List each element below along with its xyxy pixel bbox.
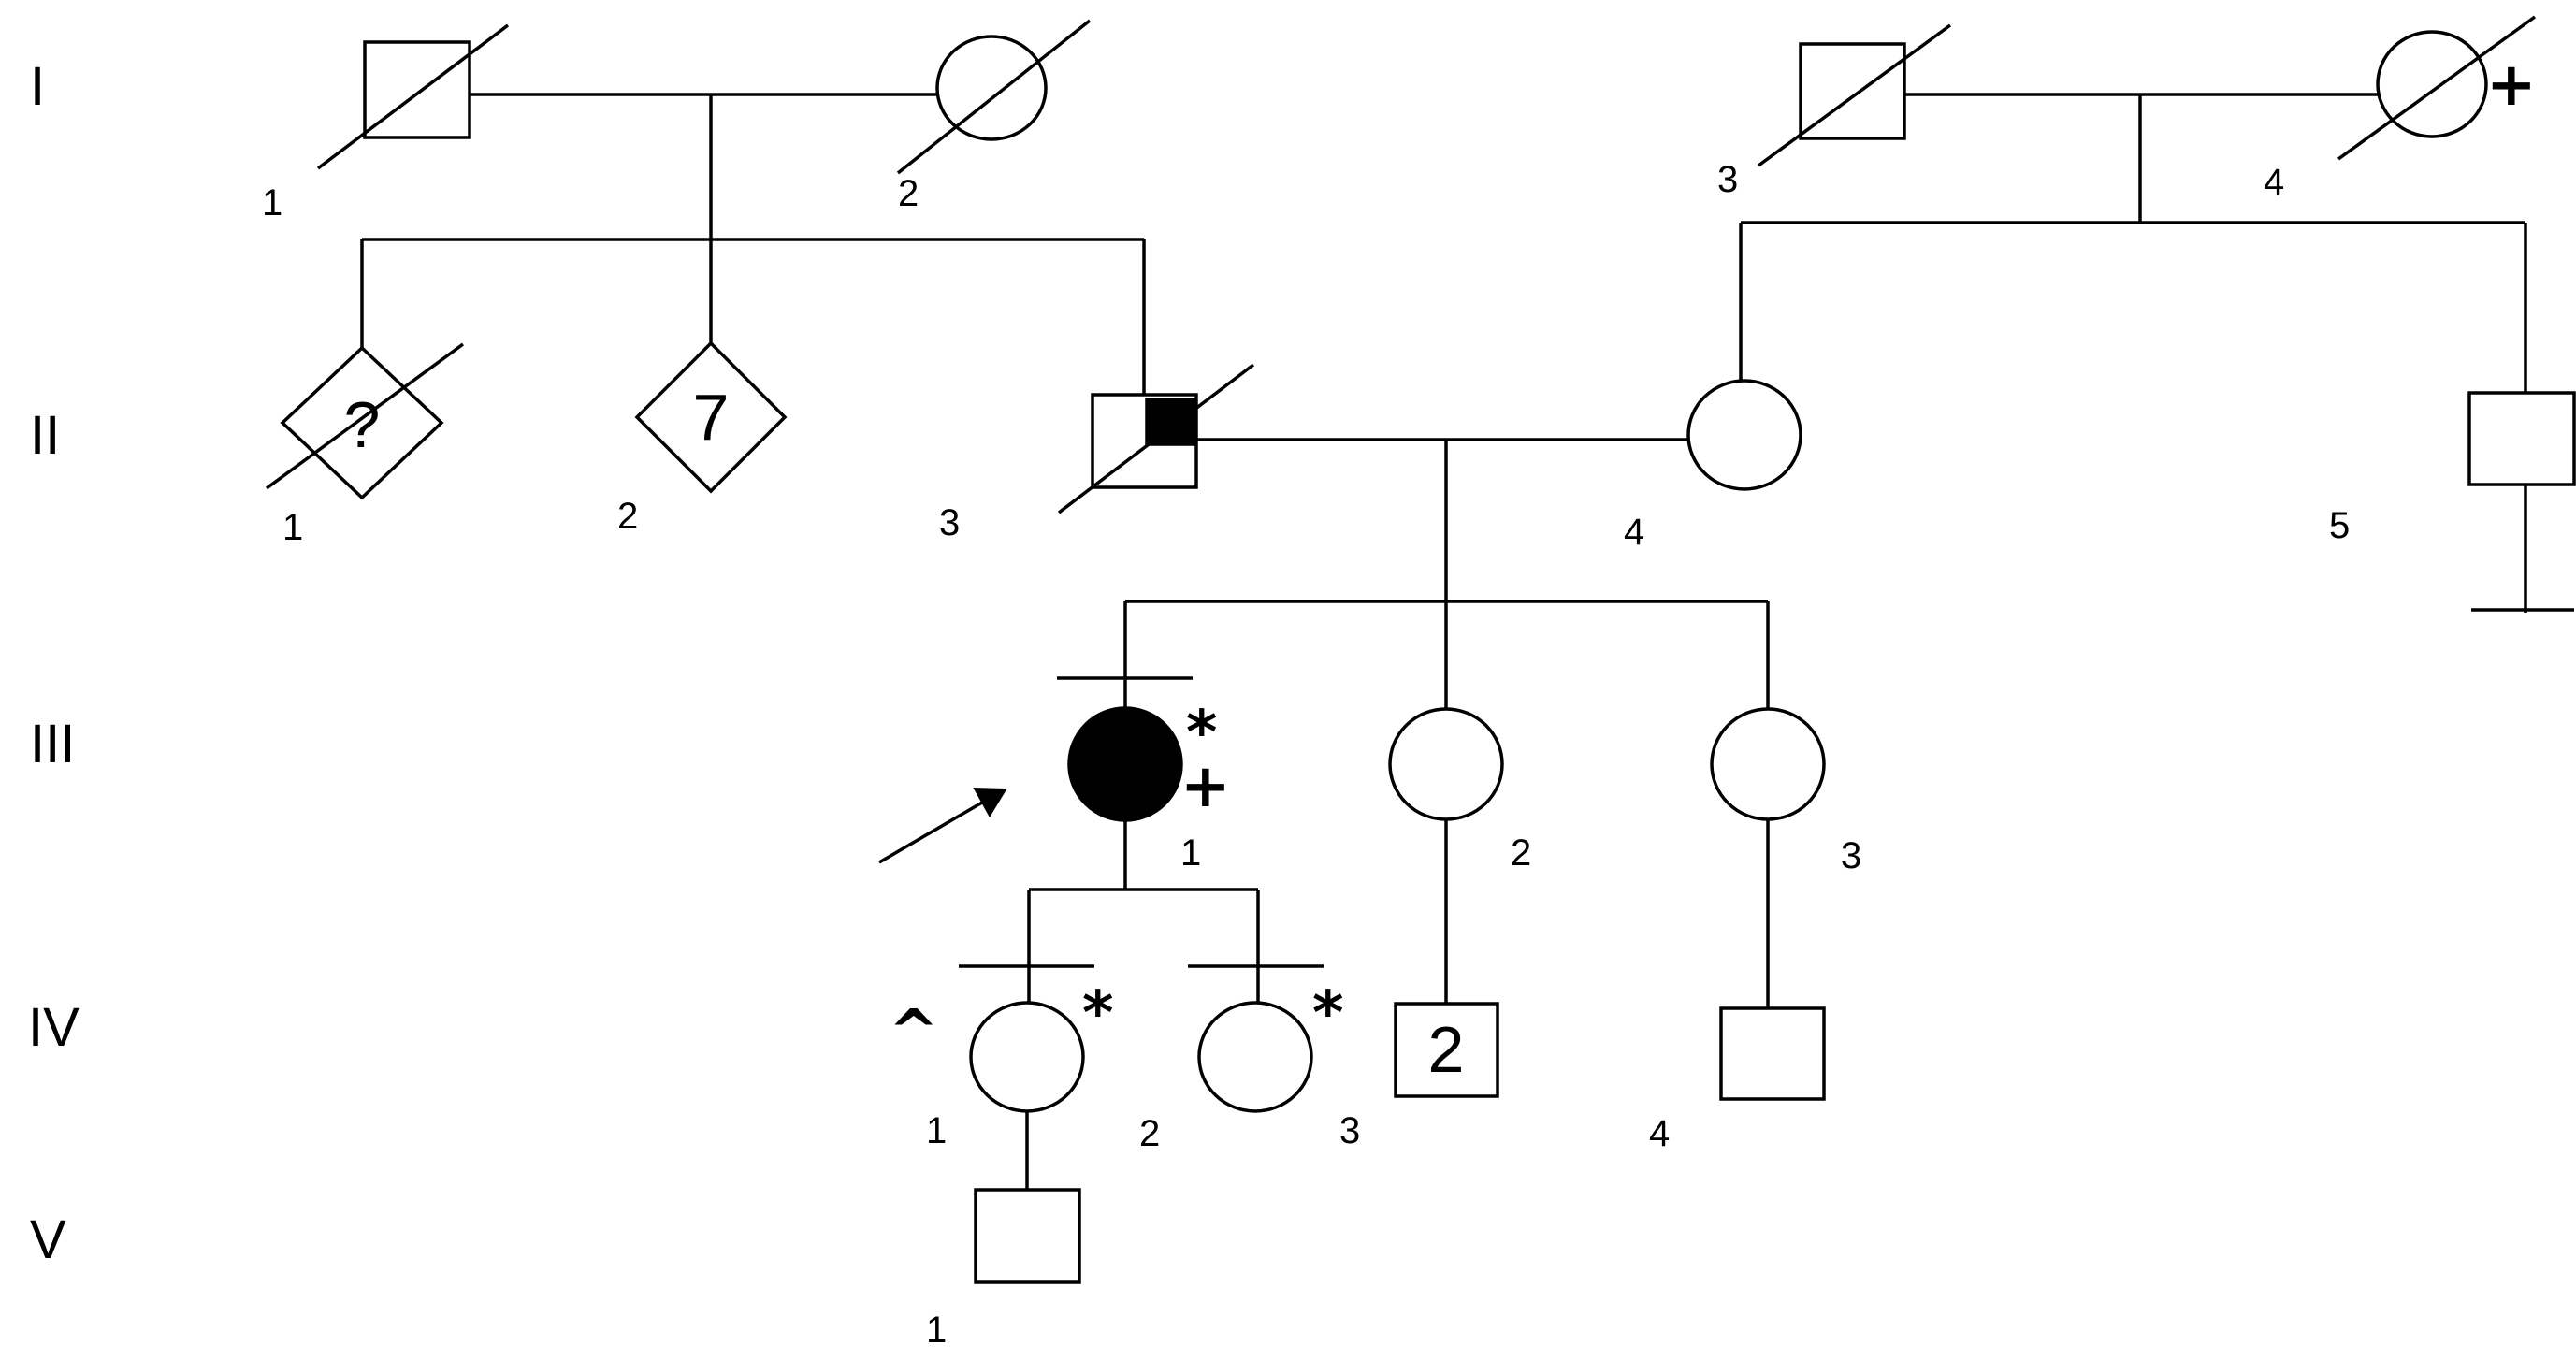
proband-arrow-head xyxy=(973,787,1007,817)
affected-female-symbol xyxy=(1067,706,1183,822)
generation-label-i: I xyxy=(30,56,45,117)
individual-number: 2 xyxy=(898,173,919,214)
individual-number: 3 xyxy=(939,502,960,543)
individual-number: 4 xyxy=(2264,162,2284,203)
individual-ii4: 4 xyxy=(1624,379,1802,553)
male-symbol xyxy=(974,1188,1081,1284)
individual-iv3: * 3 xyxy=(1188,964,1360,1151)
individual-ii1: ? 1 xyxy=(265,342,465,548)
individual-number: 3 xyxy=(1841,835,1861,876)
female-symbol xyxy=(1710,707,1826,821)
individual-i4: + 4 xyxy=(2264,15,2537,203)
female-symbol xyxy=(969,1001,1085,1113)
deceased-slash xyxy=(265,342,465,490)
inner-text: 2 xyxy=(1428,1013,1465,1086)
female-symbol xyxy=(1388,707,1504,821)
individual-number-iv2: 2 xyxy=(1139,1113,1160,1154)
individual-iv-male-4: 4 xyxy=(1649,1006,1826,1154)
individual-i2: 2 xyxy=(896,19,1092,214)
individual-number: 1 xyxy=(926,1110,947,1151)
asterisk-marker: * xyxy=(1082,979,1113,1049)
deceased-slash xyxy=(2337,15,2537,161)
female-symbol xyxy=(935,35,1048,141)
individual-number: 2 xyxy=(617,496,638,537)
proband-arrow-shaft xyxy=(878,801,983,864)
inner-text: 7 xyxy=(693,381,730,454)
caret-marker: ^ xyxy=(889,998,939,1067)
individual-number: 3 xyxy=(1339,1110,1360,1151)
generation-label-v: V xyxy=(30,1209,66,1270)
female-symbol xyxy=(1686,379,1802,491)
deceased-slash xyxy=(1757,23,1952,167)
deceased-slash xyxy=(1057,363,1255,514)
individual-iii2: 2 xyxy=(1388,707,1531,874)
individual-ii2: 7 2 xyxy=(617,340,788,537)
individual-v1: 1 xyxy=(926,1188,1081,1351)
asterisk-marker: * xyxy=(1312,979,1343,1049)
deceased-slash xyxy=(316,23,510,170)
female-symbol xyxy=(2376,30,2488,138)
individual-number: 3 xyxy=(1717,159,1738,200)
individual-iv-male-2: 2 xyxy=(1394,1002,1499,1098)
male-symbol xyxy=(2467,391,2576,486)
proband-arrow xyxy=(878,787,1007,864)
unknown-sex-symbol xyxy=(280,345,444,500)
individual-number: 1 xyxy=(262,182,282,224)
individual-number: 4 xyxy=(1649,1113,1670,1154)
male-symbol xyxy=(1719,1006,1826,1101)
plus-marker: + xyxy=(2486,51,2537,120)
individual-number: 1 xyxy=(282,507,303,548)
generation-label-iv: IV xyxy=(28,997,80,1058)
individual-number: 1 xyxy=(1180,832,1201,874)
generation-label-ii: II xyxy=(30,405,60,466)
individual-number: 2 xyxy=(1511,832,1531,874)
individual-iv1: ^ * 1 xyxy=(889,964,1113,1151)
individual-iii3: 3 xyxy=(1710,707,1861,876)
individual-ii5: 5 xyxy=(2329,391,2576,613)
plus-marker: + xyxy=(1180,752,1231,821)
partial-affected-quadrant xyxy=(1145,398,1195,446)
individual-number: 1 xyxy=(926,1309,947,1351)
individual-i1: 1 xyxy=(262,23,510,224)
asterisk-marker: * xyxy=(1186,699,1217,768)
individual-i3: 3 xyxy=(1717,23,1952,200)
female-symbol xyxy=(1197,1001,1313,1113)
male-symbol xyxy=(1394,1002,1499,1098)
generation-label-iii: III xyxy=(30,714,75,774)
individual-number: 5 xyxy=(2329,505,2350,546)
unknown-sex-symbol xyxy=(634,340,788,494)
individual-ii3: 3 xyxy=(939,363,1255,543)
inner-text: ? xyxy=(344,388,381,461)
individual-number: 4 xyxy=(1624,512,1644,553)
individual-iii1: * + 1 xyxy=(1057,676,1231,874)
deceased-slash xyxy=(896,19,1092,175)
